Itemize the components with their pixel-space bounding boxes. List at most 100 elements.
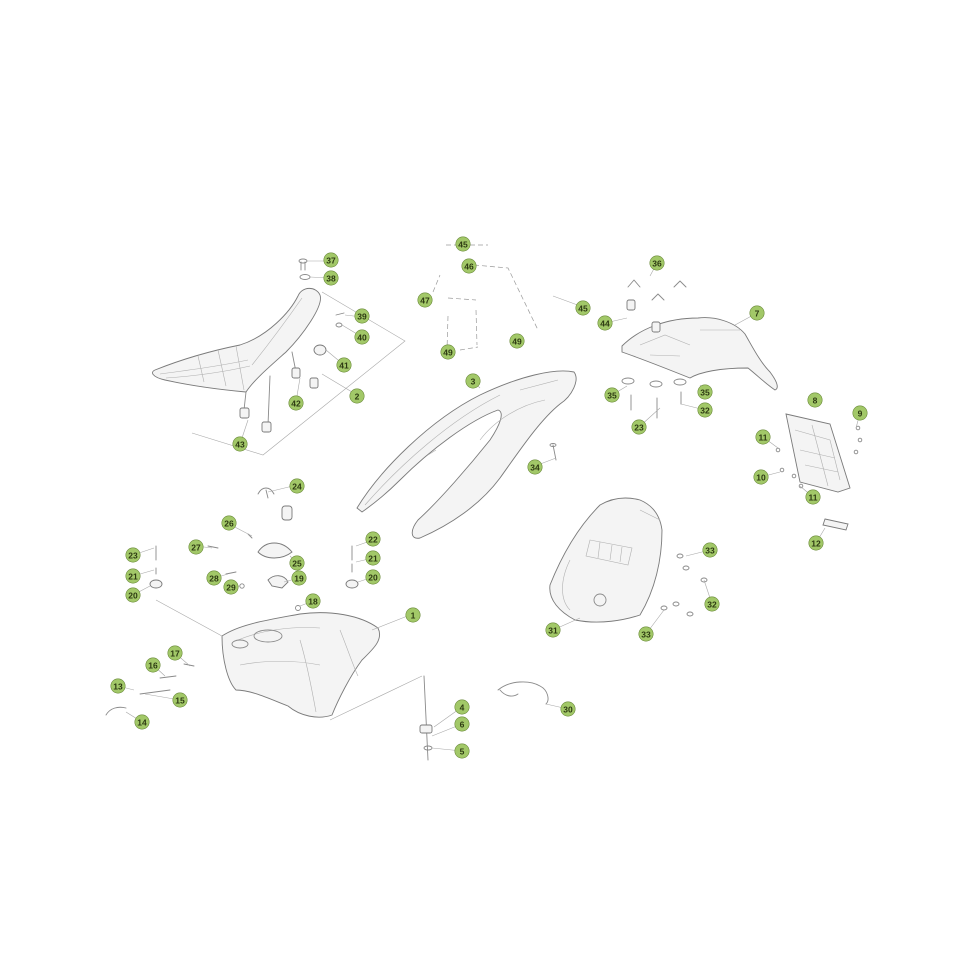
callout-c1: 1 (405, 607, 421, 623)
callout-badge-circle (125, 587, 141, 603)
callout-badge-circle (852, 405, 868, 421)
callout-badge-circle (755, 429, 771, 445)
callout-c10: 10 (753, 469, 769, 485)
callout-number: 45 (458, 240, 468, 250)
callout-c44: 44 (597, 315, 613, 331)
callout-badge-circle (323, 270, 339, 286)
callout-number: 33 (705, 546, 715, 556)
bushing-44 (626, 299, 661, 333)
callout-c20a: 20 (125, 587, 141, 603)
callout-badge-circle (221, 515, 237, 531)
callout-badge-circle (805, 489, 821, 505)
callout-number: 34 (530, 463, 540, 473)
callout-badge-circle (649, 255, 665, 271)
callout-badge-circle (289, 555, 305, 571)
callout-number: 35 (700, 388, 710, 398)
callout-number: 28 (209, 574, 219, 584)
callout-number: 10 (756, 473, 766, 483)
callout-number: 7 (755, 309, 760, 319)
callout-number: 36 (652, 259, 662, 269)
callout-badge-circle (365, 550, 381, 566)
callout-badge-circle (807, 392, 823, 408)
callout-number: 33 (641, 630, 651, 640)
callout-c32b: 32 (704, 596, 720, 612)
spring-27 (207, 545, 219, 549)
callout-c37: 37 (323, 252, 339, 268)
callout-c35b: 35 (697, 384, 713, 400)
callout-number: 5 (460, 747, 465, 757)
callout-badge-circle (291, 570, 307, 586)
callout-number: 39 (357, 312, 367, 322)
callout-number: 46 (464, 262, 474, 272)
callout-number: 4 (460, 703, 465, 713)
callout-number: 32 (700, 406, 710, 416)
callout-badge-circle (454, 699, 470, 715)
callout-c45a: 45 (455, 236, 471, 252)
callout-badge-circle (336, 357, 352, 373)
callout-badge-circle (323, 252, 339, 268)
callout-c31: 31 (545, 622, 561, 638)
callout-badge-circle (704, 596, 720, 612)
callout-number: 31 (548, 626, 558, 636)
callout-number: 26 (224, 519, 234, 529)
callout-badge-circle (349, 388, 365, 404)
callout-badge-circle (305, 593, 321, 609)
hose-30 (497, 681, 549, 705)
bushing-43 (239, 407, 272, 433)
callout-c22: 22 (365, 531, 381, 547)
callout-number: 30 (563, 705, 573, 715)
callout-number: 47 (420, 296, 430, 306)
callout-number: 49 (443, 348, 453, 358)
seat-assembly (152, 258, 406, 456)
callout-number: 32 (707, 600, 717, 610)
callout-badge-circle (167, 645, 183, 661)
callout-c13: 13 (110, 678, 126, 694)
callout-number: 40 (357, 333, 367, 343)
callout-badge-circle (638, 626, 654, 642)
washer-38 (299, 274, 311, 280)
callout-number: 49 (512, 337, 522, 347)
callout-c21a: 21 (125, 568, 141, 584)
decal-set (432, 244, 539, 351)
callout-badge-circle (417, 292, 433, 308)
callout-c27: 27 (188, 539, 204, 555)
callout-badge-circle (455, 236, 471, 252)
callout-badge-circle (631, 419, 647, 435)
callout-badge-circle (288, 395, 304, 411)
nut-36 (627, 279, 687, 301)
callout-number: 21 (128, 572, 138, 582)
callout-number: 18 (308, 597, 318, 607)
callout-number: 14 (137, 718, 147, 728)
callout-badge-circle (125, 547, 141, 563)
callout-badge-circle (354, 308, 370, 324)
callout-badge-circle (289, 478, 305, 494)
callout-c33b: 33 (638, 626, 654, 642)
callout-c24: 24 (289, 478, 305, 494)
callout-number: 17 (170, 649, 180, 659)
callout-c23b: 23 (125, 547, 141, 563)
callout-c14: 14 (134, 714, 150, 730)
callout-c3: 3 (465, 373, 481, 389)
callout-number: 11 (759, 433, 768, 443)
screws-10-11 (775, 447, 804, 489)
callout-c11b: 11 (805, 489, 821, 505)
callout-badge-circle (206, 570, 222, 586)
callout-badge-circle (454, 743, 470, 759)
callout-c29: 29 (223, 579, 239, 595)
bracket-19 (267, 575, 289, 589)
callout-number: 24 (292, 482, 302, 492)
callout-badge-circle (527, 459, 543, 475)
callout-badge-circle (110, 678, 126, 694)
callout-badge-circle (145, 657, 161, 673)
callout-badge-circle (808, 535, 824, 551)
cap-neck (281, 505, 293, 521)
callout-badge-circle (604, 387, 620, 403)
callout-c20b: 20 (365, 569, 381, 585)
callout-number: 37 (326, 256, 336, 266)
callout-number: 35 (607, 391, 617, 401)
screw-34 (549, 443, 557, 461)
callout-badge-circle (702, 542, 718, 558)
callout-c16: 16 (145, 657, 161, 673)
